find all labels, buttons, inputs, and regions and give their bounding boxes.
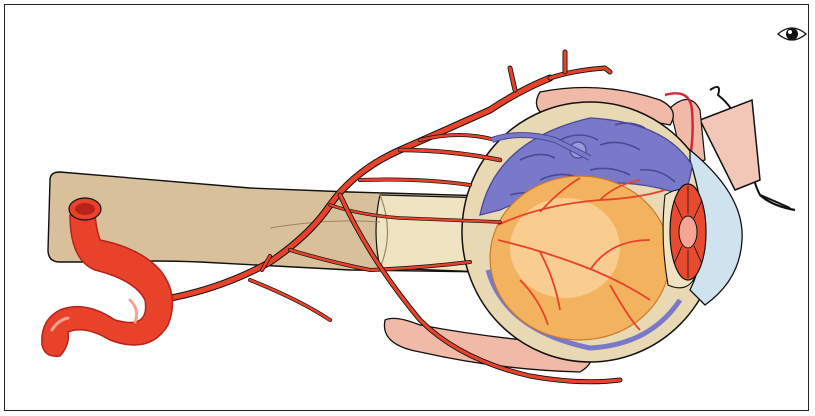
iris <box>670 184 706 280</box>
eye-icon <box>778 28 806 40</box>
